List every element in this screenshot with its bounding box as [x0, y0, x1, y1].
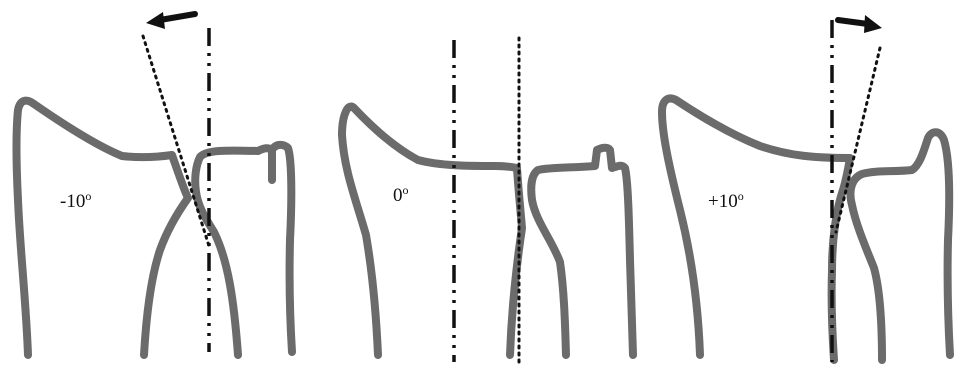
left-tooth-outline — [342, 107, 522, 355]
right-tooth-outline — [531, 148, 633, 355]
arrow-shaft — [838, 20, 868, 24]
arrow-shaft — [160, 14, 195, 20]
angle-label-plus-10: +10o — [708, 189, 744, 212]
left-tooth-outline — [17, 101, 189, 355]
right-tooth-outline — [850, 132, 950, 360]
panel-minus-10: -10o — [17, 12, 293, 355]
panel-0: 0o — [342, 38, 633, 362]
tilt-arrow-right-icon — [838, 15, 882, 33]
tilt-arrow-left-icon — [146, 12, 195, 29]
angle-label-0: 0o — [393, 183, 409, 206]
arrow-head — [864, 15, 882, 33]
panel-plus-10: +10o — [662, 15, 950, 362]
tilted-tooth-axis — [836, 48, 880, 232]
arrow-head — [146, 12, 165, 29]
angle-label-minus-10: -10o — [60, 189, 91, 212]
left-tooth-outline — [662, 99, 850, 361]
